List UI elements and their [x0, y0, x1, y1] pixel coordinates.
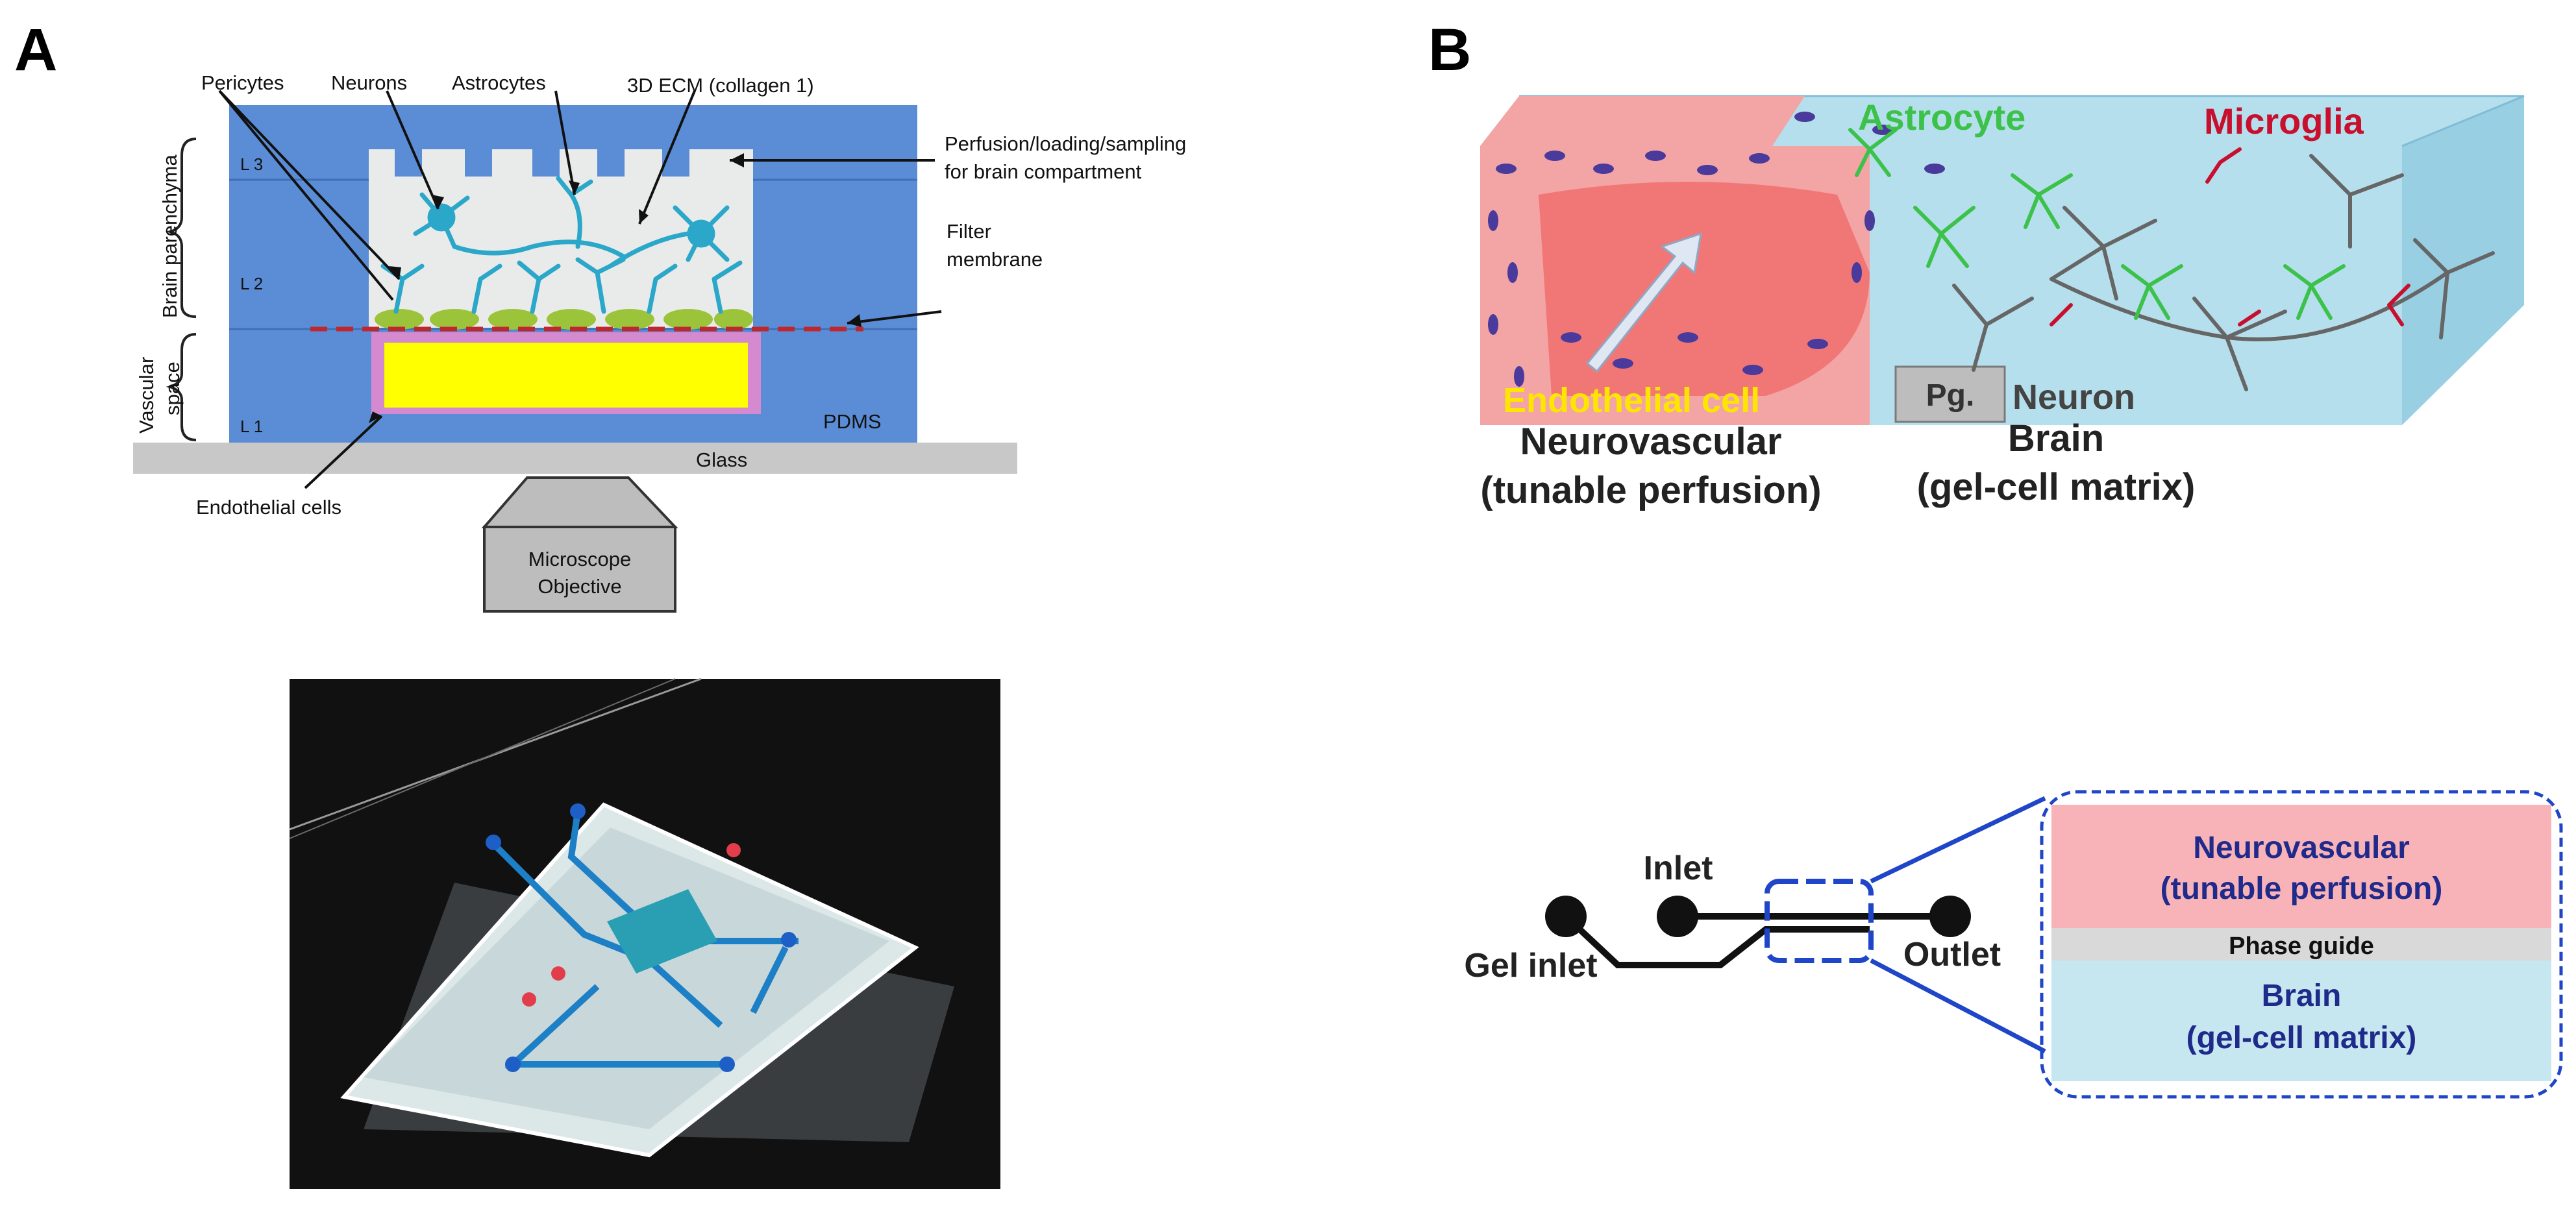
- label-outlet: Outlet: [1903, 936, 2001, 973]
- label-inlet: Inlet: [1644, 850, 1713, 887]
- label-pg: Pg.: [1926, 378, 1975, 413]
- zoom-inset: [2040, 790, 2563, 1099]
- zoom-region: [1765, 879, 1874, 963]
- label-filter-1: Filter: [947, 220, 991, 243]
- zoom-line-top: [1870, 796, 2046, 884]
- pointer-arrowheads: [369, 153, 861, 423]
- label-tunable-perfusion: (tunable perfusion): [1480, 469, 1821, 511]
- label-microglia: Microglia: [2204, 101, 2364, 141]
- label-pdms: PDMS: [823, 410, 882, 433]
- label-pericytes: Pericytes: [201, 71, 284, 94]
- vascular-chamber: [384, 343, 748, 408]
- brain-box-side: [2402, 96, 2524, 425]
- neurovascular-region: [2051, 805, 2551, 928]
- objective-top: [481, 476, 678, 528]
- astrocyte-cells: [1848, 128, 2346, 320]
- glass-slide: [133, 443, 1017, 474]
- endothelial-nuclei: [1488, 112, 1945, 387]
- neurovascular-3d-model: [1480, 95, 2525, 425]
- lower-channel: [1563, 914, 1870, 968]
- label-l3: L 3: [240, 154, 263, 174]
- label-l1: L 1: [240, 417, 263, 436]
- label-astrocytes: Astrocytes: [452, 71, 546, 94]
- label-objective-2: Objective: [538, 575, 621, 598]
- panel-a-label: A: [14, 17, 57, 83]
- label-endothelial-cells: Endothelial cells: [196, 496, 341, 519]
- label-vascular-2: space: [161, 361, 184, 415]
- vessel-lumen: [1539, 182, 1870, 396]
- device-photo: [289, 678, 1000, 1189]
- neuron-cells: [1952, 154, 2495, 391]
- device-cross-section: [133, 90, 1017, 613]
- label-neurons: Neurons: [331, 71, 407, 94]
- label-perfusion-1: Perfusion/loading/sampling: [945, 132, 1186, 155]
- chip-array: [607, 889, 717, 973]
- chip-ports: [486, 803, 797, 1072]
- label-endothelial-cell: Endothelial cell: [1503, 381, 1760, 420]
- label-l2: L 2: [240, 274, 263, 293]
- neurons-astrocytes: [380, 176, 743, 314]
- brain-parenchyma-brace: [165, 138, 197, 318]
- label-brain-parenchyma: Brain parenchyma: [158, 154, 181, 318]
- label-filter-2: membrane: [947, 248, 1043, 271]
- label-neurovascular: Neurovascular: [1520, 421, 1782, 463]
- label-glass: Glass: [696, 448, 747, 471]
- phase-guide-region: [2051, 928, 2551, 960]
- vessel-top: [1480, 96, 1805, 146]
- chip-labels: Inlet Gel inlet Outlet Neurovascular (tu…: [1464, 831, 2442, 1055]
- pericyte-layer: [375, 309, 753, 330]
- pointer-lines: [218, 90, 942, 489]
- inset-brain: Brain: [2262, 979, 2342, 1013]
- phase-guide-block: [1894, 365, 2006, 423]
- label-neuron: Neuron: [2012, 378, 2135, 417]
- label-gel-inlet: Gel inlet: [1464, 947, 1597, 985]
- brain-region: [2051, 960, 2551, 1081]
- panel-b-model-labels: Astrocyte Microglia Endothelial cell Pg.…: [1480, 97, 2364, 511]
- inset-phase-guide: Phase guide: [2229, 933, 2374, 960]
- label-perfusion-2: for brain compartment: [945, 160, 1142, 183]
- zoom-line-bottom: [1870, 958, 2046, 1054]
- inset-neurovascular: Neurovascular: [2193, 831, 2410, 865]
- label-brain: Brain: [2008, 417, 2104, 459]
- label-astrocyte: Astrocyte: [1858, 97, 2025, 138]
- microglia-cells: [2050, 147, 2410, 326]
- flow-arrow: [1585, 232, 1702, 373]
- panel-b-label: B: [1428, 17, 1471, 83]
- chip-top: [364, 827, 889, 1129]
- vascular-space-brace: [166, 333, 197, 441]
- chip-schematic: [1545, 790, 2563, 1099]
- inset-gel-cell-matrix: (gel-cell matrix): [2186, 1021, 2417, 1055]
- objective-body: [483, 526, 676, 613]
- label-ecm: 3D ECM (collagen 1): [627, 74, 814, 97]
- label-gel-cell-matrix: (gel-cell matrix): [1917, 466, 2196, 508]
- inset-tunable-perfusion: (tunable perfusion): [2161, 872, 2443, 906]
- panel-a-labels: Pericytes Neurons Astrocytes 3D ECM (col…: [135, 71, 1186, 598]
- label-vascular-1: Vascular: [135, 357, 158, 434]
- chip-red-ports: [522, 843, 741, 1007]
- label-objective-1: Microscope: [528, 548, 632, 570]
